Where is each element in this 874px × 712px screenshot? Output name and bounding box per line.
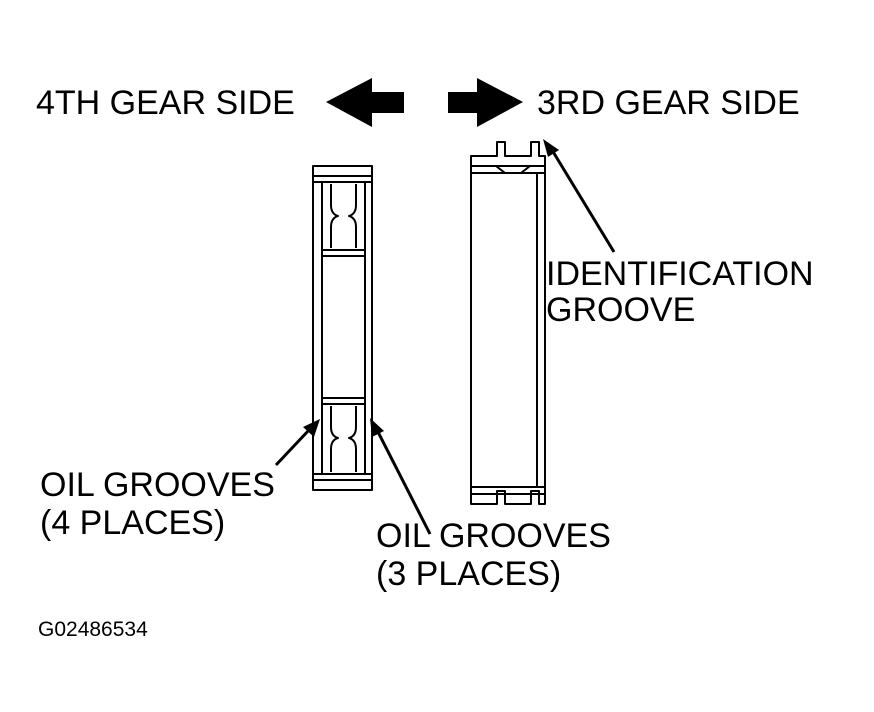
leader-identification-groove [543,139,616,253]
label-oil-grooves-4-line2: (4 PLACES) [40,504,226,542]
leader-oil-grooves-4 [274,419,320,467]
leader-oil-grooves-3 [370,418,432,535]
label-oil-grooves-3-line1: OIL GROOVES [376,517,611,555]
label-oil-grooves-3-line2: (3 PLACES) [376,555,562,593]
arrow-left-icon [326,78,404,127]
right-bushing [470,141,546,505]
label-identification-line1: IDENTIFICATION [546,255,814,293]
arrow-right-icon [448,78,523,127]
label-identification-line2: GROOVE [546,291,696,329]
left-bushing [312,165,373,491]
label-3rd-gear-side: 3RD GEAR SIDE [537,84,800,122]
label-oil-grooves-4-line1: OIL GROOVES [40,466,275,504]
label-4th-gear-side: 4TH GEAR SIDE [36,84,295,122]
figure-id: G02486534 [38,618,148,641]
